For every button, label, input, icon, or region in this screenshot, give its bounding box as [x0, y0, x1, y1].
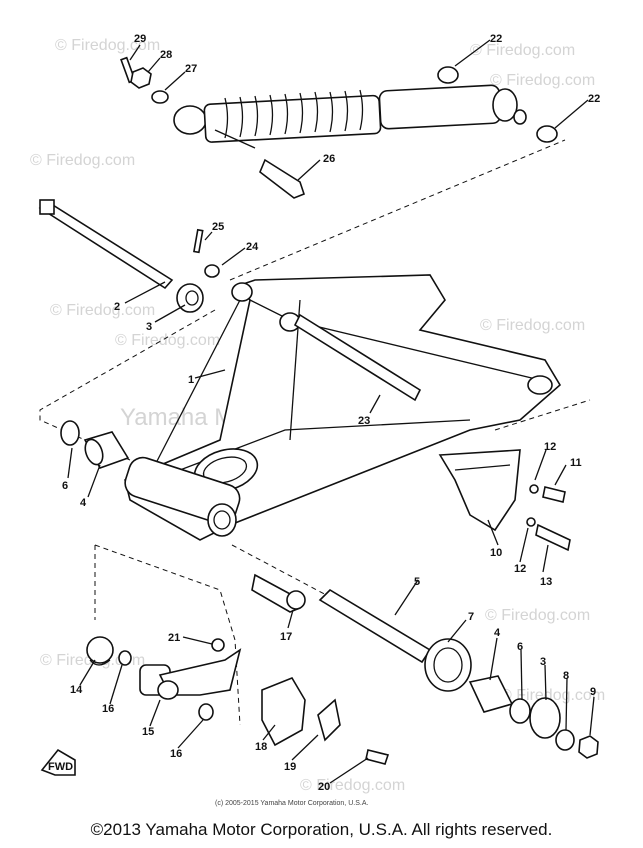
watermark: © Firedog.com	[115, 332, 220, 349]
watermark: © Firedog.com	[55, 37, 160, 54]
part-label: 28	[160, 49, 172, 61]
part-label: 25	[212, 221, 224, 233]
part-label: 22	[588, 93, 600, 105]
part-label: 18	[255, 741, 267, 753]
right-side-parts	[424, 638, 599, 759]
part-label: 12	[544, 441, 556, 453]
part-label: 10	[490, 547, 502, 559]
part-label: 1	[188, 374, 194, 386]
part-label: 9	[590, 686, 596, 698]
watermark: © Firedog.com	[30, 152, 135, 169]
small-copyright: (c) 2005-2015 Yamaha Motor Corporation, …	[215, 800, 368, 807]
watermark: © Firedog.com	[485, 607, 590, 624]
part-label: 17	[280, 631, 292, 643]
part-label: 14	[70, 684, 83, 696]
part-label: 3	[146, 321, 152, 333]
footer-copyright: ©2013 Yamaha Motor Corporation, U.S.A. A…	[90, 820, 553, 839]
part-label: 26	[323, 153, 335, 165]
part-label: 16	[102, 703, 114, 715]
part-label: 4	[494, 627, 501, 639]
part-label: 21	[168, 632, 180, 644]
swingarm-frame	[124, 274, 562, 541]
part-number-labels: 29 28 27 22 22 26 25 24 2 3 1 23 6 4 12 …	[62, 33, 600, 793]
watermark: © Firedog.com	[490, 72, 595, 89]
part-label: 2	[114, 301, 120, 313]
part-label: 11	[570, 457, 582, 469]
leader-lines	[67, 39, 595, 784]
part-label: 24	[246, 241, 259, 253]
chain-guide-bracket	[438, 449, 571, 552]
watermark: © Firedog.com	[480, 317, 585, 334]
part-label: 16	[170, 748, 182, 760]
part-label: 5	[414, 576, 420, 588]
part-label: 8	[563, 670, 569, 682]
part-label: 19	[284, 761, 296, 773]
part-label: 23	[358, 415, 370, 427]
part-label: 27	[185, 63, 197, 75]
watermark: © Firedog.com	[500, 687, 605, 704]
part-label: 6	[517, 641, 523, 653]
part-label: 22	[490, 33, 502, 45]
shock-hardware	[120, 56, 558, 199]
watermark: © Firedog.com	[50, 302, 155, 319]
shock-absorber	[173, 84, 527, 143]
front-marker: FWD	[40, 748, 76, 776]
part-label: 6	[62, 480, 68, 492]
part-label: 3	[540, 656, 546, 668]
part-label: 7	[468, 611, 474, 623]
front-marker-label: FWD	[48, 761, 73, 773]
part-label: 15	[142, 726, 154, 738]
part-label: 20	[318, 781, 330, 793]
rear-shaft	[251, 573, 432, 664]
part-label: 4	[80, 497, 87, 509]
pivot-shaft	[38, 199, 220, 313]
left-bushing	[60, 420, 130, 469]
part-label: 29	[134, 33, 146, 45]
watermark: © Firedog.com	[300, 777, 405, 794]
watermark: © Firedog.com	[470, 42, 575, 59]
part-label: 13	[540, 576, 552, 588]
part-label: 12	[514, 563, 526, 575]
